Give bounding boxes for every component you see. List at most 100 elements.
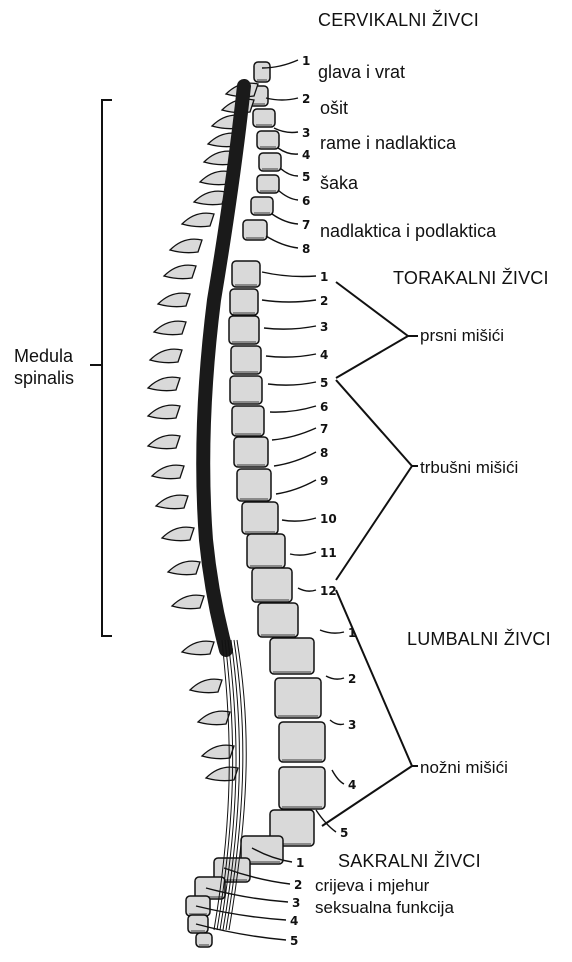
spinous-process-16 <box>148 435 180 449</box>
label-shoulder-upper-arm: rame i nadlaktica <box>320 133 456 153</box>
lumbar-nerve-2 <box>326 676 344 679</box>
spinous-process-20 <box>168 561 200 575</box>
cervical-nerve-number-6: 6 <box>302 194 310 208</box>
cervical-nerve-7 <box>272 214 298 224</box>
thoracic-header: TORAKALNI ŽIVCI <box>393 268 549 288</box>
thoracic-nerve-number-9: 9 <box>320 474 328 488</box>
thoracic-nerve-number-10: 10 <box>320 512 337 526</box>
spinous-process-23 <box>190 679 222 693</box>
spinous-process-26 <box>206 767 238 781</box>
lumbar-nerve-number-5: 5 <box>340 826 348 840</box>
spinous-process-10 <box>164 265 196 279</box>
thoracic-nerve-number-11: 11 <box>320 546 337 560</box>
spinous-process-7 <box>194 191 226 205</box>
vertebra-body-13 <box>230 376 262 404</box>
sacral-nerve-number-4: 4 <box>290 914 298 928</box>
vertebra-body-21 <box>270 638 314 674</box>
cervical-nerve-2 <box>266 98 298 100</box>
thoracic-nerve-4 <box>266 354 316 357</box>
label-hand: šaka <box>320 173 358 193</box>
lumbar-nerve-4 <box>332 770 344 784</box>
thoracic-nerve-number-8: 8 <box>320 446 328 460</box>
cervical-nerve-5 <box>280 168 298 176</box>
cervical-nerve-4 <box>278 148 298 154</box>
cervical-nerve-number-2: 2 <box>302 92 310 106</box>
lumbar-nerve-number-2: 2 <box>348 672 356 686</box>
cervical-nerve-number-3: 3 <box>302 126 310 140</box>
cervical-nerve-6 <box>278 190 298 200</box>
spinous-process-22 <box>182 641 214 655</box>
thoracic-nerve-number-2: 2 <box>320 294 328 308</box>
vertebra-body-19 <box>252 568 292 602</box>
cervical-nerve-number-4: 4 <box>302 148 310 162</box>
thoracic-nerve-12 <box>298 588 316 591</box>
vertebra-body-22 <box>275 678 321 718</box>
thoracic-nerve-3 <box>264 326 316 329</box>
spinous-process-14 <box>148 377 180 391</box>
spinal-cord-group <box>203 86 246 930</box>
thoracic-nerve-1 <box>262 272 316 277</box>
thoracic-nerve-number-12: 12 <box>320 584 337 598</box>
sacral-nerve-number-5: 5 <box>290 934 298 948</box>
label-chest-muscles: prsni mišići <box>420 326 504 346</box>
cervical-nerve-number-5: 5 <box>302 170 310 184</box>
thoracic-nerve-number-5: 5 <box>320 376 328 390</box>
cervical-header: CERVIKALNI ŽIVCI <box>318 10 479 30</box>
thoracic-nerve-number-6: 6 <box>320 400 328 414</box>
vertebra-body-24 <box>279 767 325 809</box>
thoracic-nerve-8 <box>274 452 316 466</box>
spinous-process-24 <box>198 711 230 725</box>
lumbar-nerve-1 <box>320 630 344 633</box>
thoracic-nerve-5 <box>268 382 316 385</box>
spinous-process-18 <box>156 495 188 509</box>
thoracic-nerve-number-3: 3 <box>320 320 328 334</box>
spinous-process-21 <box>172 595 204 609</box>
spinous-process-11 <box>158 293 190 307</box>
label-bowel-bladder: crijeva i mjehur <box>315 876 429 896</box>
label-abdominal-muscles: trbušni mišići <box>420 458 518 478</box>
spinous-process-9 <box>170 239 202 253</box>
cervical-nerve-number-1: 1 <box>302 54 310 68</box>
vertebra-body-10 <box>230 289 258 315</box>
vertebra-body-11 <box>229 316 259 344</box>
lumbar-nerve-5 <box>316 810 336 832</box>
thoracic-nerve-2 <box>262 300 316 302</box>
lumbar-nerve-number-3: 3 <box>348 718 356 732</box>
vertebra-body-12 <box>231 346 261 374</box>
vertebra-body-9 <box>232 261 260 287</box>
lumbar-nerve-3 <box>330 720 344 725</box>
thoracic-nerve-number-1: 1 <box>320 270 328 284</box>
sacral-nerve-number-3: 3 <box>292 896 300 910</box>
label-diaphragm: ošit <box>320 98 348 118</box>
cervical-nerve-number-7: 7 <box>302 218 310 232</box>
thoracic-nerve-9 <box>276 480 316 494</box>
spinous-process-19 <box>162 527 194 541</box>
sacral-nerve-number-1: 1 <box>296 856 304 870</box>
label-upper-forearm: nadlaktica i podlaktica <box>320 221 496 241</box>
sacral-nerve-number-2: 2 <box>294 878 302 892</box>
medulla-label-line1: Medula <box>14 346 73 366</box>
cauda-equina-strand-6 <box>229 640 246 930</box>
thoracic-nerve-6 <box>270 406 316 412</box>
label-leg-muscles: nožni mišići <box>420 758 508 778</box>
vertebra-body-20 <box>258 603 298 637</box>
spinous-process-13 <box>150 349 182 363</box>
thoracic-nerve-11 <box>290 552 316 555</box>
medulla-bracket <box>90 100 112 636</box>
label-sexual-function: seksualna funkcija <box>315 898 454 918</box>
medulla-label-line2: spinalis <box>14 368 74 388</box>
vertebra-body-23 <box>279 722 325 762</box>
vertebra-body-16 <box>237 469 271 501</box>
thoracic-nerve-number-4: 4 <box>320 348 328 362</box>
thoracic-nerve-number-7: 7 <box>320 422 328 436</box>
vertebra-body-15 <box>234 437 268 467</box>
thoracic-nerve-7 <box>272 428 316 440</box>
cervical-nerve-8 <box>266 236 298 248</box>
vertebra-body-14 <box>232 406 264 436</box>
lumbar-header: LUMBALNI ŽIVCI <box>407 629 551 649</box>
label-head-neck: glava i vrat <box>318 62 405 82</box>
lumbar-nerve-number-4: 4 <box>348 778 356 792</box>
spinous-process-12 <box>154 321 186 335</box>
